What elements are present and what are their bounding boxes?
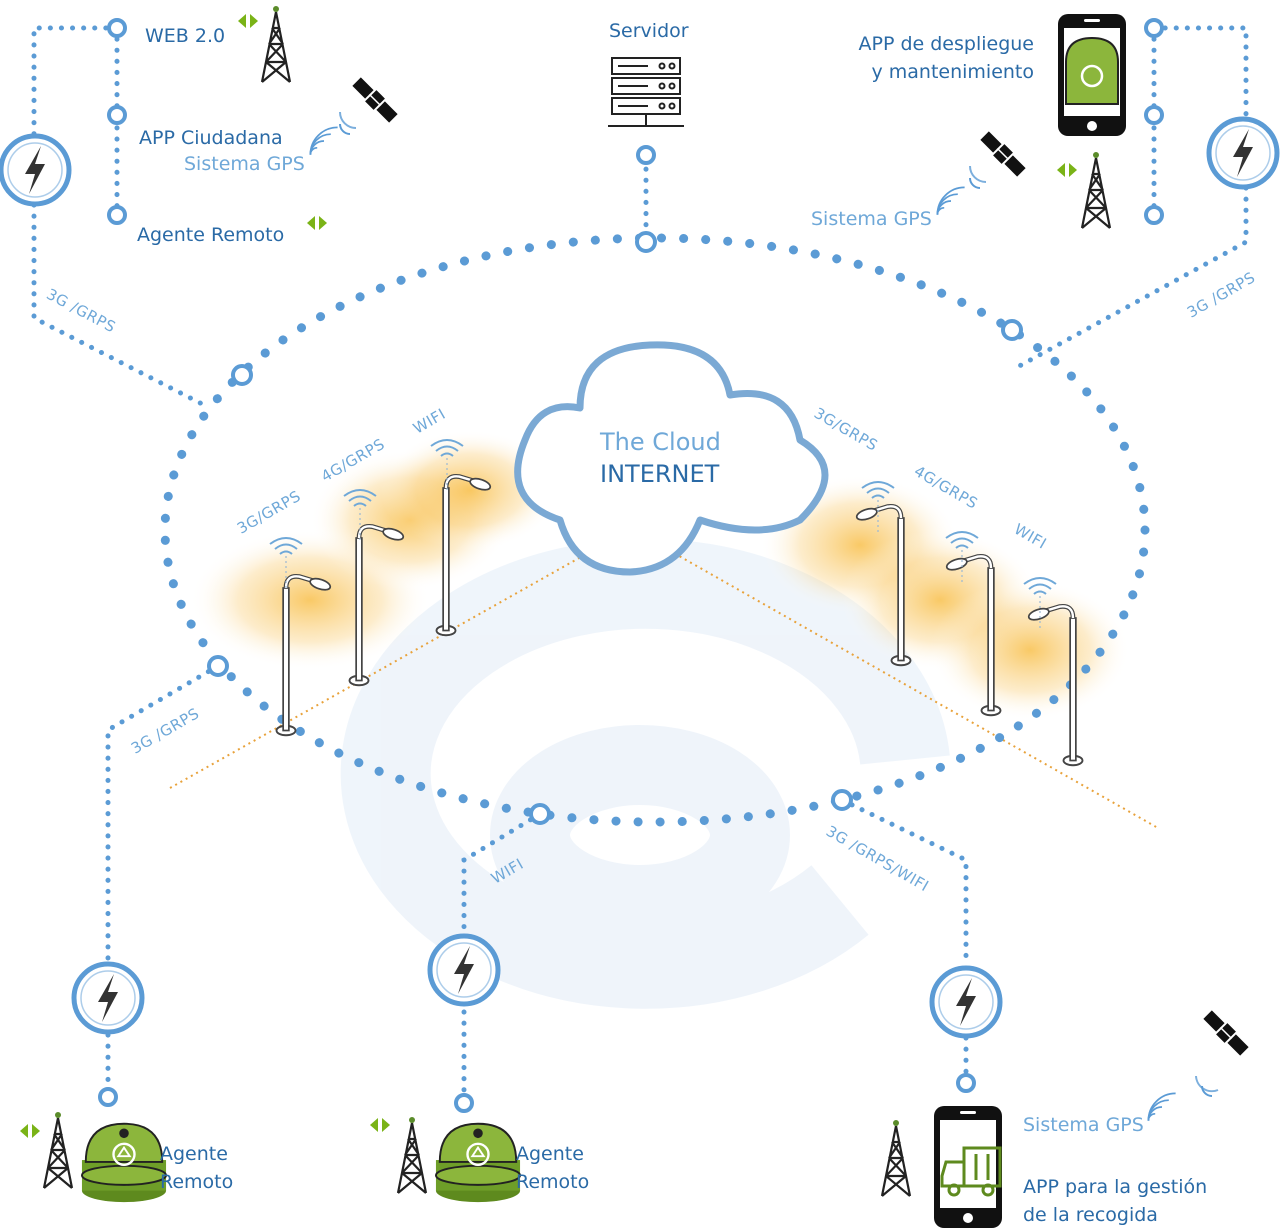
app-despliegue-label-2: y mantenimiento [871, 61, 1034, 83]
waste-container-icon [434, 1122, 522, 1204]
app-despliegue-label-1: APP de despliegue [858, 33, 1035, 55]
network-ring [160, 233, 1150, 827]
antenna-tower-icon [1080, 150, 1112, 230]
agente-remoto-label-2: Remoto [160, 1171, 234, 1193]
power-bolt-icon [1209, 119, 1277, 187]
power-bolt-icon [932, 968, 1000, 1036]
cloud-title: The Cloud [600, 428, 721, 456]
agente-remoto-label-1: Agente [516, 1143, 584, 1165]
satellite-signal-icon [339, 111, 1219, 1097]
antenna-tower-icon [396, 1115, 428, 1195]
antenna-tower-icon [260, 4, 292, 84]
arrows-icon [370, 1118, 390, 1132]
server-icon [608, 57, 684, 127]
satellite-icon [350, 75, 400, 125]
lamp-signal-stems [285, 458, 1041, 628]
agente-remoto-label-1: Agente [160, 1143, 228, 1165]
servidor-label: Servidor [609, 20, 689, 42]
gps-signal-icon [309, 126, 339, 156]
satellite-icon [1201, 1008, 1251, 1058]
network-connectors [31, 25, 1249, 1103]
arrows-icon [20, 1124, 40, 1138]
gps-signal-icon [1147, 1092, 1177, 1122]
collection-phone-icon [934, 1106, 1002, 1228]
power-bolt-icon [430, 936, 498, 1004]
network-nodes [98, 18, 1164, 1113]
app-ciudadana-label: APP Ciudadana [139, 127, 283, 149]
antenna-tower-icon [42, 1110, 74, 1190]
web-2-label: WEB 2.0 [145, 25, 226, 47]
arrows-icon [238, 14, 258, 28]
cloud-icon [514, 341, 829, 576]
arrows-icon [307, 216, 327, 230]
power-bolt-icon [74, 964, 142, 1032]
agente-remoto-label-2: Remoto [516, 1171, 590, 1193]
sistema-gps-label: Sistema GPS [184, 153, 305, 175]
satellite-icon [978, 129, 1028, 179]
app-recogida-label-2: de la recogida [1023, 1204, 1158, 1226]
at-sign-watermark [340, 538, 950, 1009]
agente-remoto-label: Agente Remoto [137, 224, 285, 246]
waste-container-icon [80, 1122, 168, 1204]
cloud-subtitle: INTERNET [600, 460, 720, 488]
sistema-gps-label: Sistema GPS [811, 208, 932, 230]
sistema-gps-label: Sistema GPS [1023, 1114, 1144, 1136]
app-recogida-label-1: APP para la gestión [1023, 1176, 1208, 1198]
gps-signal-icon [936, 186, 966, 216]
arrows-icon [1057, 163, 1077, 177]
maintenance-phone-icon [1058, 14, 1126, 136]
power-bolt-icon [1, 136, 69, 204]
antenna-tower-icon [880, 1118, 912, 1198]
